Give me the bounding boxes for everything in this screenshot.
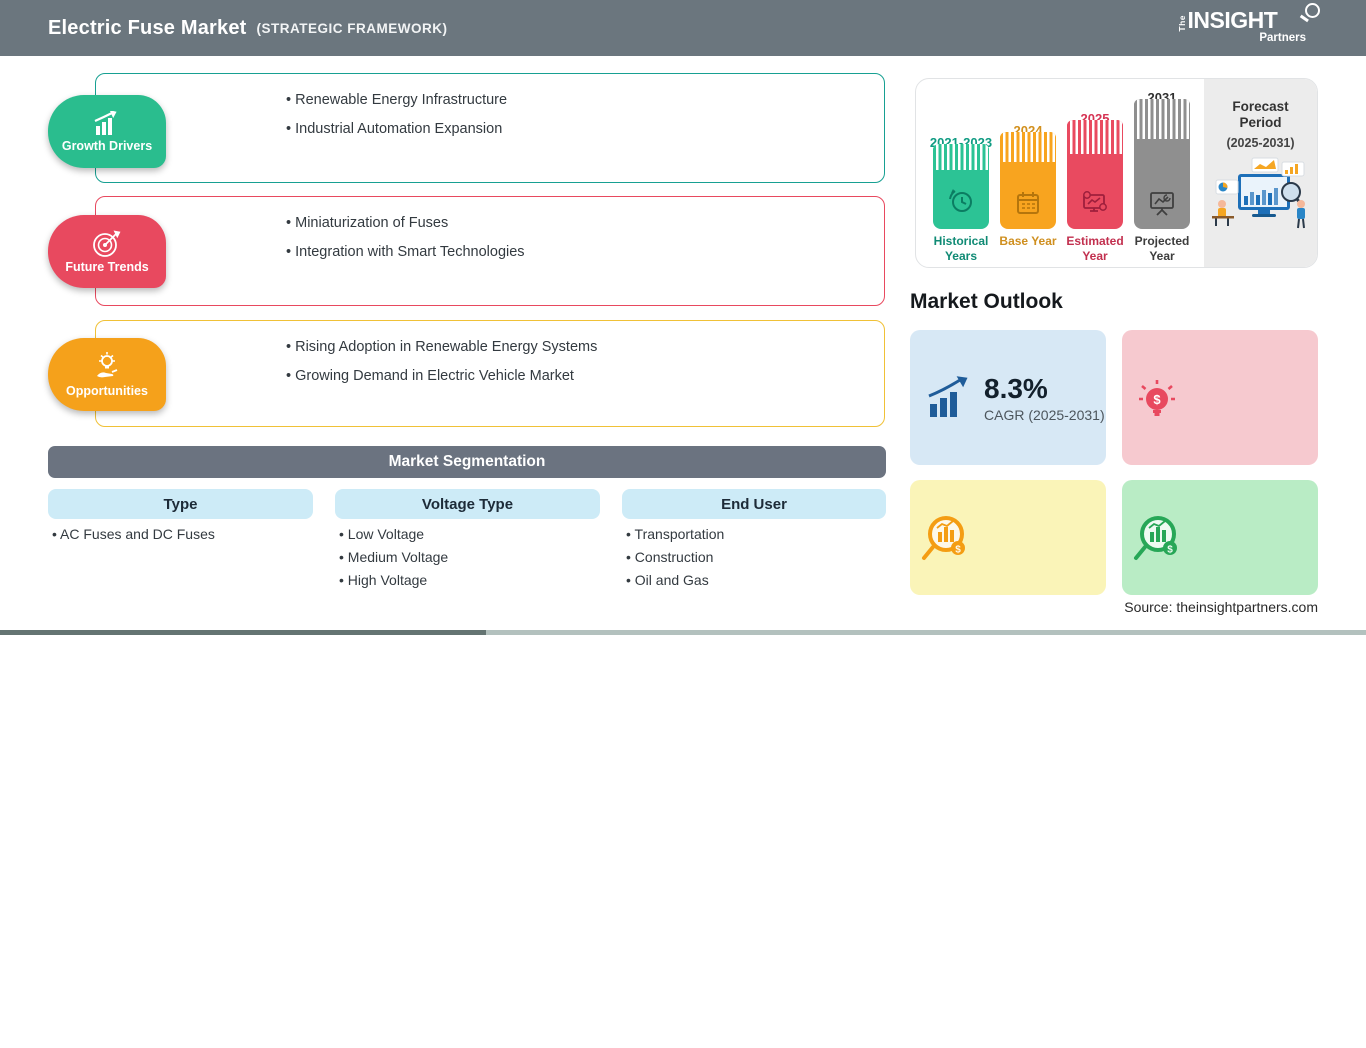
badge-label: Opportunities (66, 383, 148, 398)
bar-category-label: Historical Years (933, 234, 989, 263)
forecast-period-panel: Forecast Period (2025-2031) (1204, 79, 1317, 267)
source-attribution: Source: theinsightpartners.com (1124, 599, 1318, 615)
bar-stripes (1000, 132, 1056, 162)
logo-sub-text: Partners (1259, 32, 1306, 44)
logo-name-text: INSIGHT (1187, 7, 1278, 33)
opportunities-list: Rising Adoption in Renewable Energy Syst… (286, 339, 597, 397)
market-outlook-title: Market Outlook (910, 290, 1063, 313)
cagr-label: CAGR (2025-2031) (984, 406, 1105, 423)
list-item: Renewable Energy Infrastructure (286, 92, 507, 108)
list-item: Rising Adoption in Renewable Energy Syst… (286, 339, 597, 355)
market-segmentation-title: Market Segmentation (388, 453, 546, 470)
column-header-label: Type (163, 495, 198, 513)
forecast-line1: Forecast (1232, 99, 1289, 114)
estimate-monitor-icon (1083, 191, 1107, 212)
list-item: Miniaturization of Fuses (286, 215, 525, 231)
voltage-type-items: Low Voltage Medium Voltage High Voltage (339, 526, 448, 595)
dollar-bulb-icon: $ (1139, 380, 1175, 416)
svg-text:$: $ (1167, 545, 1173, 556)
estimated-year-bar (1067, 120, 1123, 229)
future-trends-badge: Future Trends (48, 215, 166, 288)
magnifier-icon (1305, 3, 1320, 18)
column-header-label: End User (721, 495, 787, 513)
badge-label: Growth Drivers (61, 138, 153, 153)
page-subtitle: (STRATEGIC FRAMEWORK) (256, 20, 448, 36)
end-user-items: Transportation Construction Oil and Gas (626, 526, 725, 595)
clock-icon (949, 189, 972, 212)
opportunities-badge: Opportunities (48, 338, 166, 411)
bar-stripes (933, 144, 989, 170)
header-bar: Electric Fuse Market (STRATEGIC FRAMEWOR… (0, 0, 1366, 56)
list-item: Transportation (626, 526, 725, 542)
calendar-icon (1017, 192, 1039, 214)
bar-stripes (1134, 99, 1190, 139)
segment-column-type: Type (48, 489, 313, 519)
list-item: Construction (626, 549, 724, 565)
market-size-2031-card: $ USD lorem ipsum Market Size by 2031 (1122, 480, 1318, 595)
list-item: Integration with Smart Technologies (286, 244, 524, 260)
bar-stripes (1067, 120, 1123, 154)
growth-drivers-badge: Growth Drivers (48, 95, 166, 168)
future-trends-box: Miniaturization of Fuses Integration wit… (95, 196, 885, 306)
badge-label: Future Trends (65, 259, 149, 274)
bar-category-label: Base Year (999, 234, 1057, 248)
forecast-line2: Period (1239, 115, 1282, 131)
target-icon (93, 230, 121, 257)
bar-category-label: Projected Year (1134, 234, 1190, 263)
growth-chart-icon (94, 110, 117, 135)
list-item: Growing Demand in Electric Vehicle Marke… (286, 368, 597, 384)
footer-bar-left (0, 630, 486, 635)
analytics-illustration (1212, 157, 1305, 229)
segment-column-voltage-type: Voltage Type (335, 489, 600, 519)
type-items: AC Fuses and DC Fuses (52, 526, 215, 549)
footer-bar-right (486, 630, 1366, 635)
cagr-value: 8.3% (984, 372, 1048, 404)
growth-drivers-list: Renewable Energy Infrastructure Industri… (286, 92, 507, 150)
opportunities-box: Rising Adoption in Renewable Energy Syst… (95, 320, 885, 427)
base-year-bar (1000, 132, 1056, 229)
magnifier-chart-icon: $ (922, 516, 965, 560)
logo-the-text: The (1177, 15, 1187, 32)
column-header-label: Voltage Type (421, 495, 514, 513)
bulb-hand-icon (97, 351, 118, 377)
svg-text:$: $ (1153, 392, 1161, 407)
timeline-card: Forecast Period (2025-2031) 2021-2023 (915, 78, 1318, 268)
presentation-icon (1150, 192, 1174, 216)
list-item: AC Fuses and DC Fuses (52, 526, 215, 542)
cagr-card: 8.3% CAGR (2025-2031) (910, 330, 1106, 465)
list-item: Industrial Automation Expansion (286, 121, 507, 137)
magnifier-chart-icon: $ (1134, 516, 1177, 560)
insight-partners-logo: The INSIGHT Partners (1177, 3, 1320, 44)
forecast-line3: (2025-2031) (1226, 136, 1295, 151)
addressable-market-card: $ USD lorem ipsum Addressable Market (20… (1122, 330, 1318, 465)
historical-years-bar (933, 144, 989, 229)
projected-year-bar (1134, 99, 1190, 229)
list-item: High Voltage (339, 572, 448, 588)
page-title: Electric Fuse Market (48, 16, 247, 39)
future-trends-list: Miniaturization of Fuses Integration wit… (286, 215, 525, 273)
svg-text:$: $ (955, 545, 961, 556)
list-item: Oil and Gas (626, 572, 724, 588)
list-item: Medium Voltage (339, 549, 448, 565)
growth-bars-icon (928, 375, 968, 417)
list-item: Low Voltage (339, 526, 448, 542)
market-segmentation-header: Market Segmentation (48, 446, 886, 478)
bar-category-label: Estimated Year (1066, 234, 1124, 263)
market-size-2024-card: $ USD lorem ipsum Market Size in 2024 (910, 480, 1106, 595)
growth-drivers-box: Renewable Energy Infrastructure Industri… (95, 73, 885, 183)
segment-column-end-user: End User (622, 489, 886, 519)
